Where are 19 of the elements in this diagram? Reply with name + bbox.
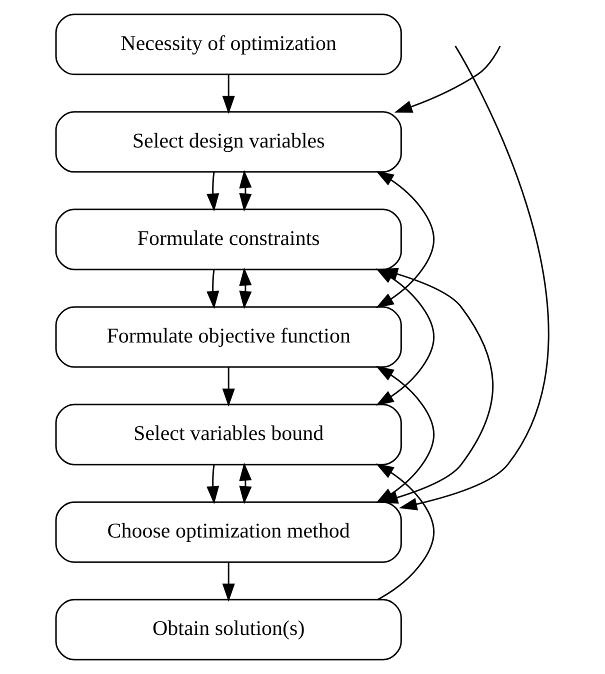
arrow — [394, 46, 501, 113]
node-box: Choose optimization method — [55, 501, 402, 563]
arrow — [376, 463, 435, 600]
node-box: Necessity of optimization — [55, 14, 402, 76]
node-box: Formulate objective function — [55, 306, 402, 368]
arrow — [399, 46, 550, 510]
arrow — [206, 464, 220, 504]
arrow — [222, 367, 235, 407]
arrow — [206, 172, 220, 212]
arrow — [239, 462, 252, 504]
node-box: Formulate constraints — [55, 208, 402, 270]
arrow — [222, 74, 235, 114]
node-box: Obtain solution(s) — [55, 598, 402, 660]
arrow — [222, 562, 235, 602]
arrow — [239, 268, 252, 310]
node-box: Select variables bound — [55, 404, 402, 466]
arrow — [239, 170, 252, 212]
arrow — [206, 270, 220, 310]
node-box: Select design variables — [55, 111, 402, 173]
